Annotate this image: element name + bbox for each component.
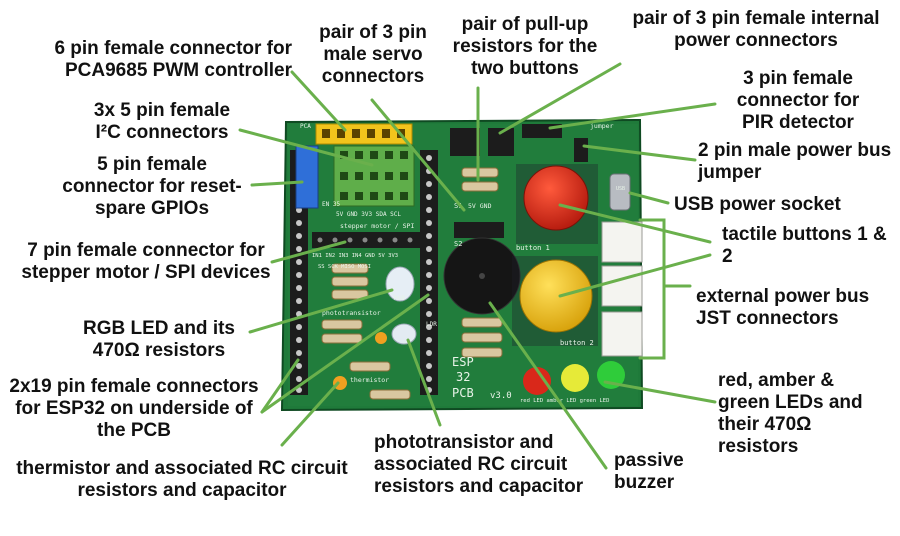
phototransistor bbox=[391, 323, 417, 345]
silk-s1: S1 bbox=[454, 202, 462, 210]
amber-led bbox=[561, 364, 589, 392]
silk-esp: ESP bbox=[452, 355, 474, 369]
silk-esp32: 32 bbox=[456, 370, 470, 384]
label-pir: 3 pin female connector for PIR detector bbox=[736, 68, 860, 133]
silk-button2: button 2 bbox=[560, 339, 594, 347]
silk-spi-pins: SS SCK MISO MOSI bbox=[318, 264, 371, 270]
label-reset-spare: 5 pin female connector for reset-spare G… bbox=[62, 154, 242, 219]
label-esp32-headers: 2x19 pin female connectors for ESP32 on … bbox=[9, 376, 259, 441]
i2c-headers bbox=[333, 145, 415, 207]
label-usb: USB power socket bbox=[674, 194, 841, 215]
leader-lines bbox=[238, 62, 717, 470]
silk-phototransistor: phototransistor bbox=[322, 309, 381, 317]
label-thermistor: thermistor and associated RC circuit res… bbox=[16, 458, 348, 501]
label-leds: red, amber & green LEDs and their 470Ω r… bbox=[718, 370, 863, 457]
silk-s2: S2 bbox=[454, 240, 462, 248]
label-jst: external power bus JST connectors bbox=[696, 286, 870, 329]
silk-version: v3.0 bbox=[490, 391, 512, 401]
silk-stepper: stepper motor / SPI bbox=[340, 222, 414, 230]
usb-socket bbox=[609, 173, 631, 211]
label-buttons: tactile buttons 1 & 2 bbox=[722, 224, 887, 267]
silk-pcb: PCB bbox=[452, 386, 474, 400]
silk-stepper-pins: IN1 IN2 IN3 IN4 GND 5V 3V3 bbox=[312, 253, 398, 259]
esp32-right-header bbox=[420, 150, 438, 395]
silk-gnd-row: 5V GND 3V3 SDA SCL bbox=[336, 211, 401, 218]
label-pca9685: 6 pin female connector for PCA9685 PWM c… bbox=[54, 38, 292, 81]
label-servo: pair of 3 pin male servo connectors bbox=[319, 22, 427, 87]
label-phototransistor: phototransistor and associated RC circui… bbox=[374, 432, 584, 497]
phototransistor-capacitor bbox=[375, 332, 387, 344]
silk-en: EN 35 bbox=[322, 201, 340, 208]
label-i2c: 3x 5 pin female I²C connectors bbox=[93, 100, 231, 143]
silk-usb: USB bbox=[616, 186, 625, 192]
silk-vgnd: 5V GND bbox=[468, 202, 492, 210]
label-internal-power: pair of 3 pin female internal power conn… bbox=[632, 8, 880, 51]
button-1 bbox=[523, 165, 589, 231]
silk-button1: button 1 bbox=[516, 244, 550, 252]
silk-jumper: jumper bbox=[590, 122, 614, 130]
silk-rgb: RGB bbox=[394, 295, 405, 302]
reset-spare-header bbox=[295, 145, 319, 209]
silk-ldr: LDR bbox=[426, 321, 437, 328]
silk-thermistor: thermistor bbox=[350, 376, 389, 384]
rgb-led bbox=[385, 266, 415, 302]
label-stepper: 7 pin female connector for stepper motor… bbox=[21, 240, 271, 283]
resistors bbox=[321, 167, 503, 400]
label-buzzer: passive buzzer bbox=[614, 450, 684, 493]
red-led bbox=[523, 367, 551, 395]
silk-led-labels: red LED amber LED green LED bbox=[520, 398, 609, 404]
label-power-jumper: 2 pin male power bus jumper bbox=[698, 140, 892, 183]
top-headers bbox=[450, 124, 588, 238]
silk-pca: PCA bbox=[300, 123, 311, 130]
jst-connectors bbox=[601, 221, 643, 357]
button-2 bbox=[519, 259, 593, 333]
label-pullup: pair of pull-up resistors for the two bu… bbox=[452, 14, 598, 79]
label-rgb: RGB LED and its 470Ω resistors bbox=[82, 318, 235, 361]
pca-header bbox=[315, 123, 413, 145]
